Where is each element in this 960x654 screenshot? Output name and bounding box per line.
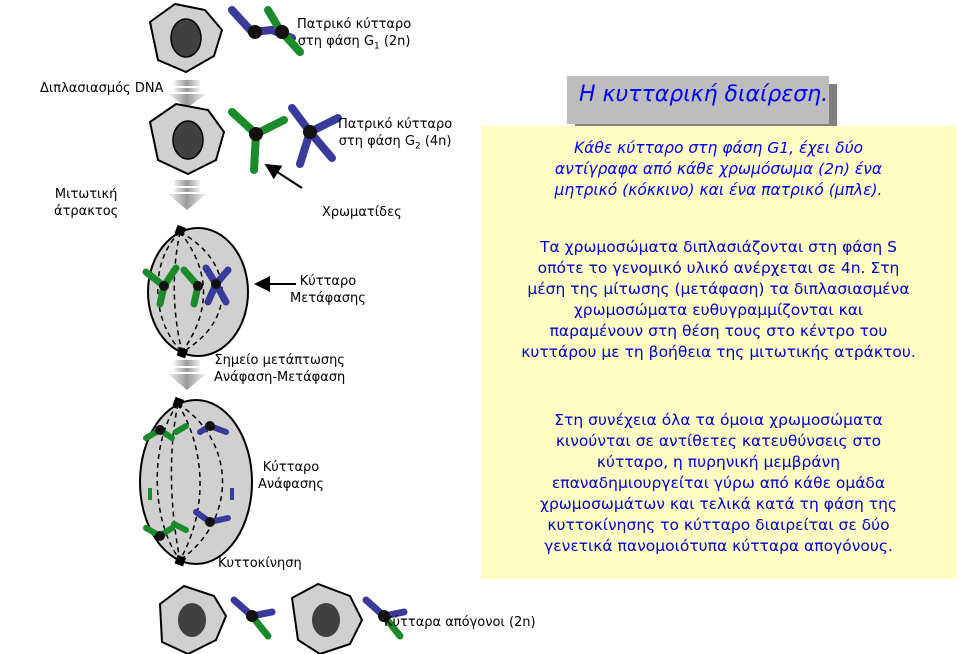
g1-chromosomes	[228, 6, 304, 56]
anaphase-cell	[139, 396, 253, 567]
page-title: Η κυτταρική διαίρεση.	[579, 82, 829, 107]
label-dna-duplication: Διπλασιασμός DNA	[40, 81, 164, 96]
down-arrow-3	[168, 360, 206, 390]
chromatids-pointer	[264, 163, 303, 189]
g1-cell	[148, 2, 224, 74]
info-box	[481, 126, 956, 579]
daughter-cells	[158, 582, 408, 654]
g2-chromosomes	[228, 104, 342, 174]
label-parent-g2: Πατρικό κύτταρο στη φάση G2 (4n)	[338, 117, 453, 152]
paragraph-anaphase: Στη συνέχεια όλα τα όμοια χρωμοσώματα κι…	[539, 411, 897, 555]
label-parent-g1: Πατρικό κύτταρο στη φάση G1 (2n)	[297, 17, 412, 52]
label-chromatids: Χρωματίδες	[322, 205, 402, 220]
metaphase-cell	[142, 224, 249, 359]
down-arrow-1	[168, 80, 206, 108]
g2-cell	[148, 102, 226, 176]
title-box	[567, 76, 829, 124]
label-cytokinesis: Κυττοκίνηση	[218, 556, 302, 571]
down-arrow-2	[168, 180, 206, 210]
paragraph-metaphase: Τα χρωμοσώματα διπλασιάζονται στη φάση S…	[521, 238, 916, 361]
paragraph-g1: Κάθε κύτταρο στη φάση G1, έχει δύο αντίγ…	[554, 139, 883, 199]
label-daughter-cells: Κύτταρα απόγονοι (2n)	[384, 615, 536, 630]
nucleus-g1	[170, 18, 202, 58]
